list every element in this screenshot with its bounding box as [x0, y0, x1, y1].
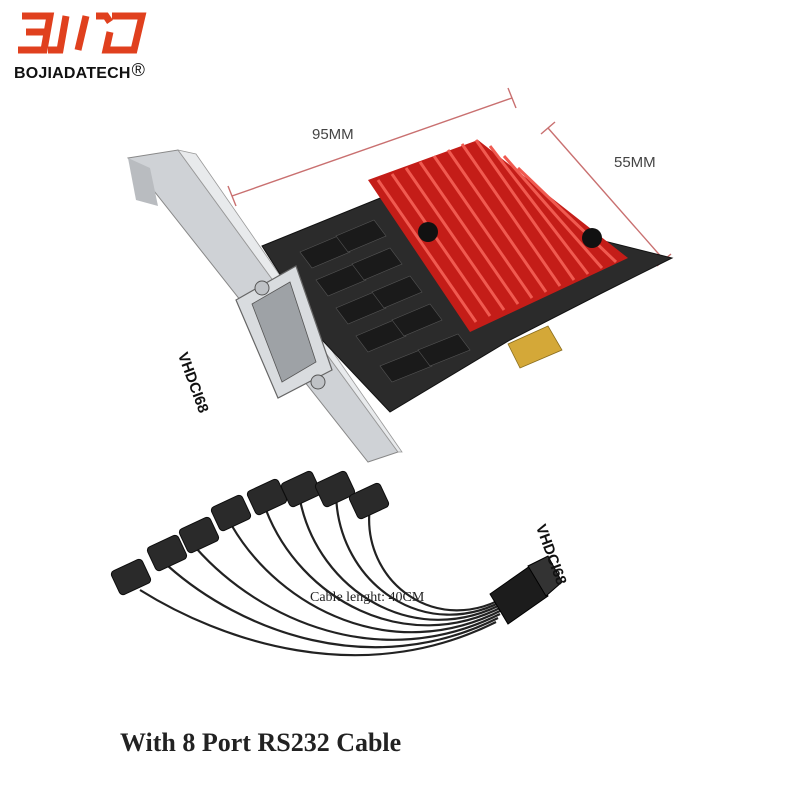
dimension-length-label: 95MM	[312, 126, 354, 143]
logo-mark-icon	[18, 12, 147, 54]
registered-mark: ®	[131, 60, 146, 80]
rs232-fanout-cable	[110, 470, 563, 657]
dimension-line-length	[227, 87, 517, 207]
cable-length-label: Cable lenght: 40CM	[310, 590, 425, 605]
dimension-width-label: 55MM	[614, 154, 656, 171]
brand-name: BOJIADATECH®	[14, 60, 145, 83]
brand-logo	[14, 10, 154, 61]
brand-name-text: BOJIADATECH	[14, 65, 131, 82]
vhdci-connector	[235, 265, 333, 399]
product-caption: With 8 Port RS232 Cable	[120, 728, 402, 757]
red-heatsink	[368, 139, 628, 332]
